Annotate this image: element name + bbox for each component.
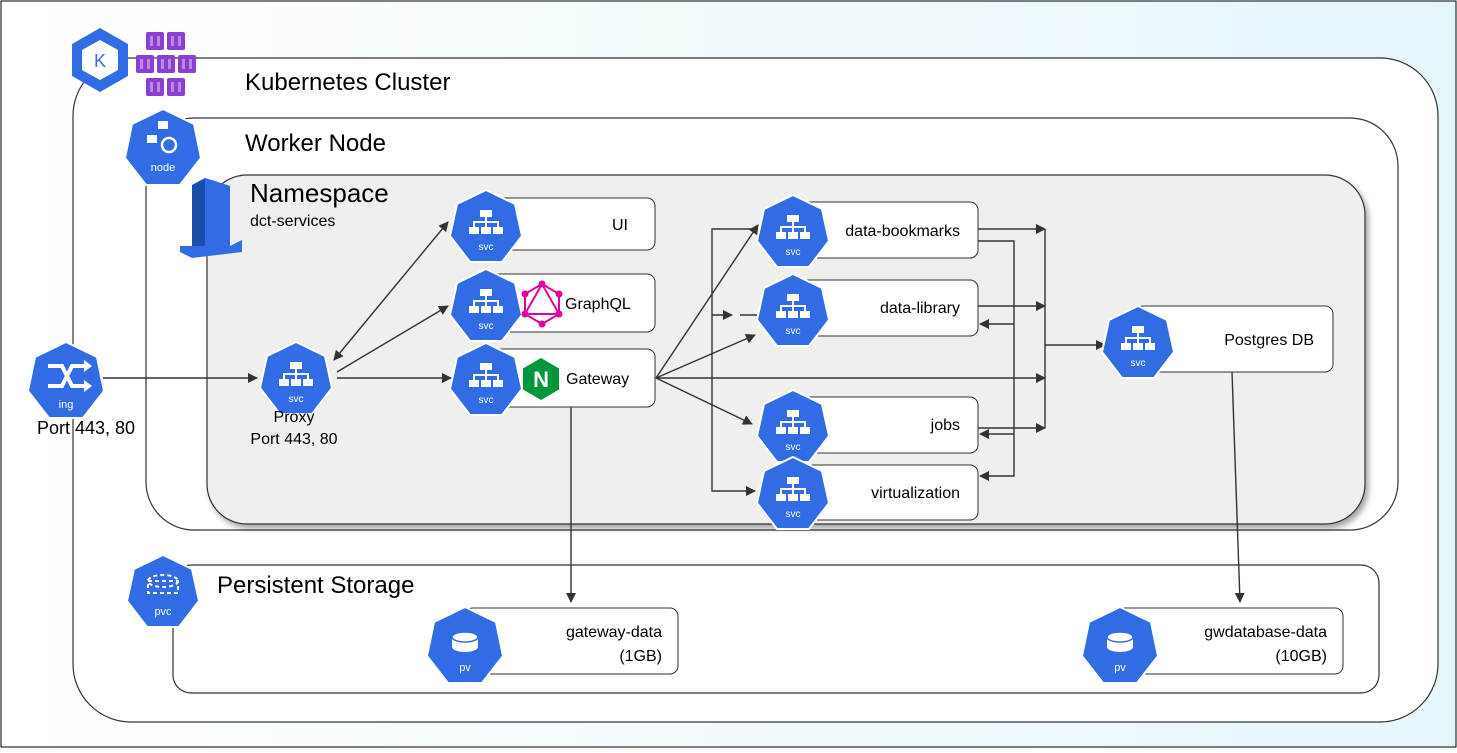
nginx-logo-icon: N <box>523 358 559 400</box>
gateway-data-name: gateway-data <box>566 624 662 641</box>
aks-logo-icon: K <box>72 28 196 96</box>
connector-gateway-jobs <box>655 377 753 425</box>
proxy-icon-label: svc <box>289 394 304 405</box>
jobs-icon-label: svc <box>786 442 801 453</box>
cluster-title: Kubernetes Cluster <box>245 69 450 96</box>
virtualization-label: virtualization <box>871 485 960 502</box>
gateway-label: Gateway <box>566 371 629 388</box>
data-library-icon-label: svc <box>786 326 801 337</box>
ui-svc-icon: svc <box>448 188 524 263</box>
gateway-data-pv-icon: pv <box>425 605 505 684</box>
gateway-data-size: (1GB) <box>619 648 662 665</box>
nginx-logo-letter: N <box>533 367 549 392</box>
data-bookmarks-svc-icon: svc <box>755 193 831 268</box>
connector-proxy-ui <box>333 221 449 361</box>
connector-proxy-graphql <box>336 305 449 373</box>
virtualization-svc-icon: svc <box>755 455 831 530</box>
connector-gateway-library <box>655 333 756 379</box>
gwdatabase-data-pv-icon: pv <box>1080 605 1160 684</box>
postgres-svc-icon: svc <box>1100 304 1176 379</box>
jobs-label: jobs <box>930 417 960 434</box>
virtualization-icon-label: svc <box>786 509 801 520</box>
storage-title: Persistent Storage <box>217 572 414 599</box>
pvc-icon: pvc <box>125 553 201 628</box>
connector-gateway-vertical <box>711 228 756 496</box>
postgres-icon-label: svc <box>1131 358 1146 369</box>
data-bookmarks-label: data-bookmarks <box>845 223 960 240</box>
ingress-icon: ing <box>26 340 106 419</box>
graphql-icon-label: svc <box>479 321 494 332</box>
ingress-port: Port 443, 80 <box>37 418 135 438</box>
data-library-label: data-library <box>880 300 960 317</box>
pvc-icon-label: pvc <box>154 606 172 618</box>
graphql-logo-icon <box>521 280 563 328</box>
postgres-label: Postgres DB <box>1224 332 1314 349</box>
ingress-icon-label: ing <box>59 399 74 411</box>
namespace-building-icon <box>180 178 242 258</box>
namespace-title: Namespace <box>250 178 389 208</box>
connector-gateway-bookmarks <box>655 224 759 379</box>
data-bookmarks-icon-label: svc <box>786 247 801 258</box>
data-library-svc-icon: svc <box>755 272 831 347</box>
ui-icon-label: svc <box>479 242 494 253</box>
gwdatabase-data-size: (10GB) <box>1275 648 1327 665</box>
gateway-icon-label: svc <box>479 395 494 406</box>
graphql-svc-icon: svc <box>448 267 524 342</box>
ui-label: UI <box>612 217 628 234</box>
worker-node-title: Worker Node <box>245 130 386 157</box>
gwdatabase-data-pv-label: pv <box>1114 662 1126 674</box>
connector-postgres-pv <box>1231 371 1245 603</box>
node-icon: node <box>123 107 203 186</box>
proxy-name: Proxy <box>274 409 315 426</box>
node-icon-label: node <box>151 162 175 174</box>
gateway-data-pv-label: pv <box>459 662 471 674</box>
proxy-port: Port 443, 80 <box>250 431 337 448</box>
namespace-name: dct-services <box>250 213 335 230</box>
aks-logo-letter: K <box>94 51 106 71</box>
gateway-svc-icon: svc <box>448 341 524 416</box>
graphql-label: GraphQL <box>565 296 631 313</box>
gwdatabase-data-name: gwdatabase-data <box>1204 624 1327 641</box>
proxy-svc-icon: svc <box>258 340 334 415</box>
connector-return-virtualization <box>978 240 1015 481</box>
